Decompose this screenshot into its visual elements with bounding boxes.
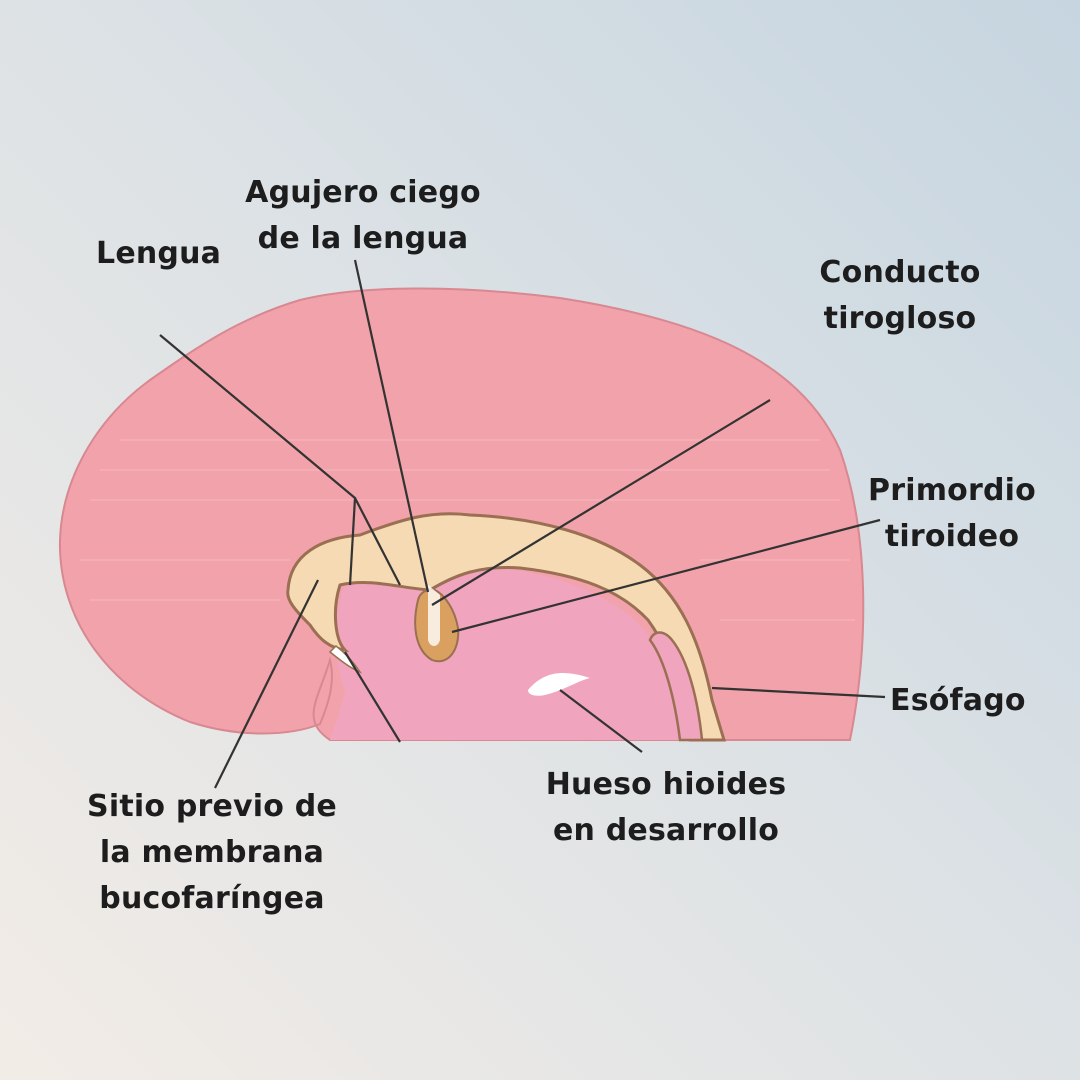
leader-sitio-membrana — [214, 579, 319, 789]
leader-agujero-ciego — [353, 259, 430, 593]
label-lengua: Lengua — [96, 236, 222, 271]
label-conducto-tirogloso: Conducto tirogloso — [819, 255, 981, 336]
label-primordio-tiroideo: Primordio tiroideo — [868, 473, 1036, 554]
esophagus-cleft — [648, 631, 704, 742]
leader-sitio-membrana-2 — [344, 651, 401, 743]
thyroid-duct-inner — [428, 585, 440, 646]
label-hueso-hioides: Hueso hioides en desarrollo — [545, 767, 787, 848]
label-sitio-membrana: Sitio previo de la membrana bucofaríngea — [87, 789, 337, 916]
hyoid-bone-shape — [528, 673, 590, 696]
leader-lines — [159, 259, 886, 789]
leader-lengua-branch — [354, 497, 401, 586]
leader-conducto-tirogloso — [431, 399, 771, 606]
leader-esofago — [711, 686, 886, 699]
leader-primordio-tiroideo — [451, 518, 881, 634]
cartilage-band — [286, 512, 727, 742]
label-esofago: Esófago — [890, 683, 1026, 718]
label-agujero-ciego: Agujero ciego de la lengua — [245, 175, 481, 256]
leader-hueso-hioides — [559, 689, 643, 753]
